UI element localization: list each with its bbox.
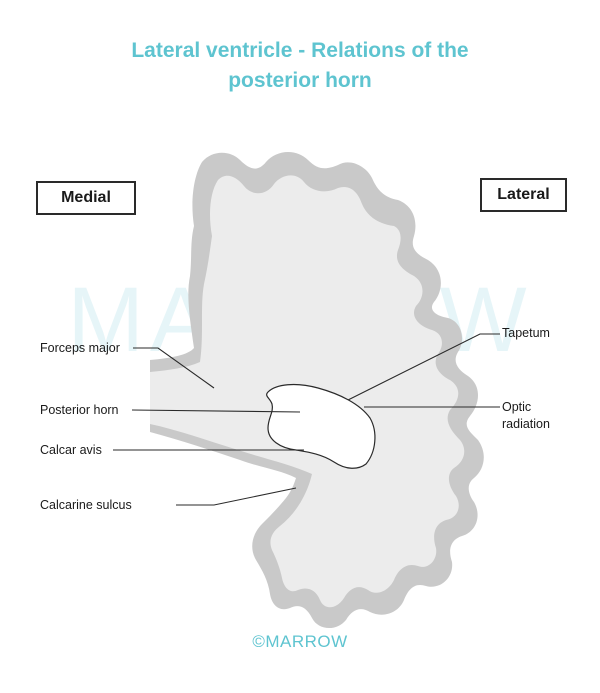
label-posterior-horn: Posterior horn xyxy=(40,403,119,417)
lateral-label-box: Lateral xyxy=(480,178,567,212)
label-calcar-avis: Calcar avis xyxy=(40,443,102,457)
label-optic-radiation-line-1: Optic xyxy=(502,400,532,414)
posterior-horn-cavity xyxy=(266,383,376,469)
label-tapetum: Tapetum xyxy=(502,326,550,340)
label-optic-radiation-line-2: radiation xyxy=(502,417,550,431)
title-line-2: posterior horn xyxy=(228,69,372,92)
leader-forceps-major xyxy=(133,347,215,389)
copyright-text: ©MARROW xyxy=(252,632,348,651)
label-forceps-major: Forceps major xyxy=(40,341,120,355)
title-line-1: Lateral ventricle - Relations of the xyxy=(131,39,469,62)
leader-tapetum xyxy=(347,333,500,401)
label-calcarine-sulcus: Calcarine sulcus xyxy=(40,498,132,512)
page-title: Lateral ventricle - Relations of the pos… xyxy=(0,36,600,96)
leader-calcarine-sulcus xyxy=(176,487,297,506)
medial-label-box: Medial xyxy=(36,181,136,215)
leader-posterior-horn xyxy=(131,409,301,413)
